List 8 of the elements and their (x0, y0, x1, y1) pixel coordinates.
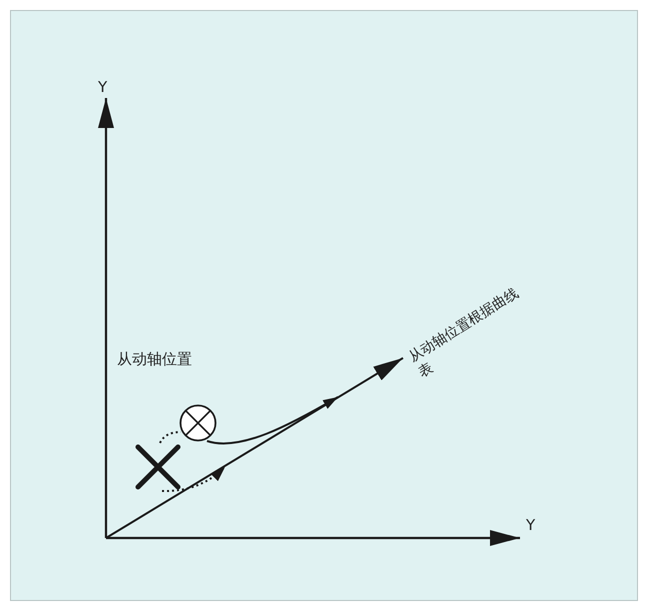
axis-label: Y (98, 80, 108, 95)
axis-label: 从动轴位置 (117, 352, 192, 367)
axis-label: Y (526, 518, 536, 533)
rotated-label: 从动轴位置根据曲线表 (406, 282, 536, 382)
crossed-circle-symbol (179, 404, 217, 442)
arrow (105, 357, 404, 539)
arrow (206, 396, 338, 444)
dotted-arrow (162, 466, 226, 492)
